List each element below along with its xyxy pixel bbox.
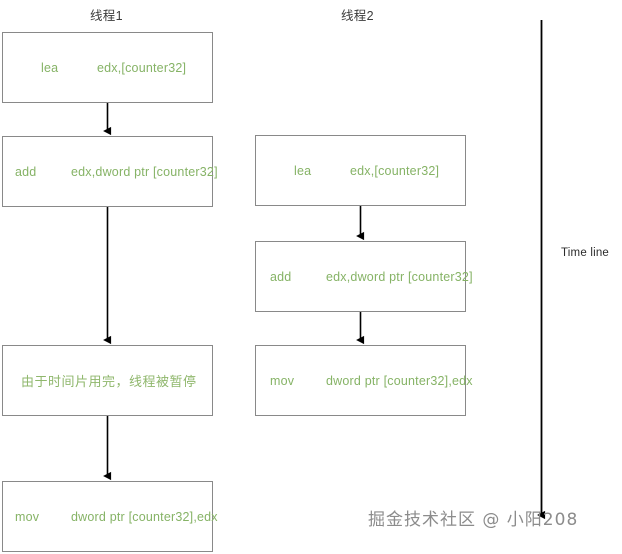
instruction-mnemonic: lea (294, 163, 312, 178)
column-title-thread2: 线程2 (341, 9, 374, 23)
instruction-mnemonic: add (15, 164, 37, 179)
thread2-step-2[interactable]: add edx,dword ptr [counter32] (255, 241, 473, 312)
thread2-step-3[interactable]: mov dword ptr [counter32],edx (255, 345, 473, 416)
instruction-mnemonic: lea (41, 60, 59, 75)
instruction-line: add edx,dword ptr [counter32] (3, 165, 218, 179)
column-title-thread1: 线程1 (90, 9, 123, 23)
instruction-mnemonic: mov (15, 509, 40, 524)
instruction-operand: edx,[counter32] (350, 163, 440, 178)
note-line: 由于时间片用完，线程被暂停 (3, 371, 197, 390)
instruction-operand: edx,dword ptr [counter32] (71, 164, 218, 179)
instruction-line: lea edx,[counter32] (3, 61, 186, 75)
instruction-mnemonic: mov (270, 373, 295, 388)
instruction-operand: dword ptr [counter32],edx (326, 373, 473, 388)
instruction-operand: edx,[counter32] (97, 60, 187, 75)
instruction-operand: dword ptr [counter32],edx (71, 509, 218, 524)
watermark-text: 掘金技术社区 @ 小阳208 (368, 510, 579, 530)
thread1-step-2[interactable]: add edx,dword ptr [counter32] (2, 136, 218, 207)
thread1-step-1[interactable]: lea edx,[counter32] (2, 32, 213, 103)
instruction-line: add edx,dword ptr [counter32] (256, 270, 473, 284)
pause-note-text: 由于时间片用完，线程被暂停 (21, 374, 197, 389)
thread2-step-1[interactable]: lea edx,[counter32] (255, 135, 466, 206)
thread1-step-4[interactable]: mov dword ptr [counter32],edx (2, 481, 218, 552)
timeline-label: Time line (561, 247, 610, 259)
instruction-mnemonic: add (270, 269, 292, 284)
instruction-line: mov dword ptr [counter32],edx (3, 510, 218, 524)
instruction-line: mov dword ptr [counter32],edx (256, 374, 473, 388)
instruction-operand: edx,dword ptr [counter32] (326, 269, 473, 284)
thread1-step-3-paused-note[interactable]: 由于时间片用完，线程被暂停 (2, 345, 213, 416)
instruction-line: lea edx,[counter32] (256, 164, 439, 178)
